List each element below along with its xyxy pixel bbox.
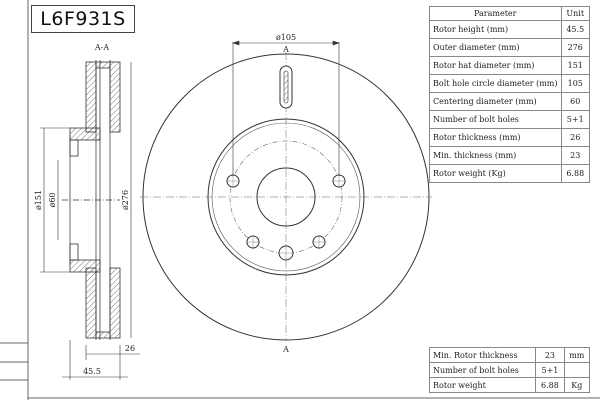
param-name: Rotor weight (Kg)	[429, 164, 562, 183]
param-value: 23	[560, 146, 590, 165]
param-value: 6.88	[560, 164, 590, 183]
part-number-box: L6F931S	[31, 5, 135, 33]
param-name: Rotor hat diameter (mm)	[429, 56, 562, 75]
param-name: Rotor height (mm)	[429, 20, 562, 39]
param-name: Bolt hole circle diameter (mm)	[429, 74, 562, 93]
summary-unit	[563, 362, 591, 378]
param-value: 45.5	[560, 20, 590, 39]
table-row: Centering diameter (mm)60	[429, 92, 590, 111]
param-name: Outer diameter (mm)	[429, 38, 562, 57]
dim-thickness: 26	[125, 344, 135, 353]
param-name: Rotor thickness (mm)	[429, 128, 562, 147]
table-row: Rotor height (mm)45.5	[429, 20, 590, 39]
summary-value: 5+1	[535, 362, 565, 378]
summary-name: Number of bolt holes	[428, 362, 537, 378]
table-row: Rotor thickness (mm)26	[429, 128, 590, 147]
dim-hat-diameter: ø151	[34, 190, 43, 210]
rotor-section-bottom	[69, 259, 121, 339]
section-label: A-A	[94, 43, 109, 52]
param-value: 26	[560, 128, 590, 147]
front-view: A A ø105	[140, 33, 432, 354]
section-marker-top: A	[282, 45, 289, 54]
dim-center-bore: ø60	[48, 193, 57, 208]
section-view: A-A	[34, 43, 140, 380]
param-value: 105	[560, 74, 590, 93]
table-header-row: Parameter Unit	[429, 6, 590, 21]
section-marker-bottom: A	[282, 345, 289, 354]
part-number: L6F931S	[40, 8, 126, 30]
dim-outer-diameter: ø276	[121, 190, 130, 210]
rotor-section-top	[69, 61, 121, 141]
dim-bolt-circle: ø105	[276, 33, 296, 42]
param-value: 5+1	[560, 110, 590, 129]
table-row: Bolt hole circle diameter (mm)105	[429, 74, 590, 93]
header-unit: Unit	[560, 6, 590, 21]
summary-unit: Kg	[563, 377, 591, 393]
table-row: Outer diameter (mm)276	[429, 38, 590, 57]
param-name: Number of bolt holes	[429, 110, 562, 129]
summary-unit: mm	[563, 347, 591, 363]
table-row: Min. thickness (mm)23	[429, 146, 590, 165]
dim-height: 45.5	[83, 367, 101, 376]
summary-value: 23	[535, 347, 565, 363]
param-value: 276	[560, 38, 590, 57]
param-value: 151	[560, 56, 590, 75]
summary-name: Min. Rotor thickness	[428, 347, 537, 363]
parameters-table: Parameter Unit Rotor height (mm)45.5 Out…	[429, 6, 590, 183]
param-value: 60	[560, 92, 590, 111]
table-row: Rotor hat diameter (mm)151	[429, 56, 590, 75]
param-name: Min. thickness (mm)	[429, 146, 562, 165]
summary-value: 6.88	[535, 377, 565, 393]
param-name: Centering diameter (mm)	[429, 92, 562, 111]
vent-slot	[279, 65, 293, 109]
table-row: Rotor weight (Kg)6.88	[429, 164, 590, 183]
summary-name: Rotor weight	[428, 377, 537, 393]
header-parameter: Parameter	[429, 6, 562, 21]
